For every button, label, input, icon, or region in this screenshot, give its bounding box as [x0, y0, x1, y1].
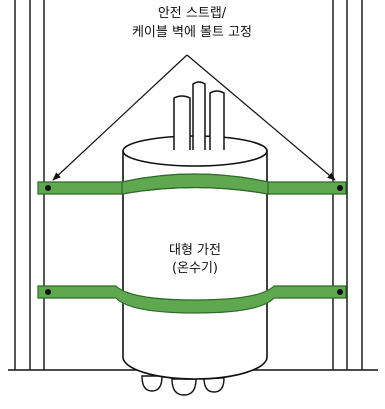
- bolt-icon: [45, 185, 51, 191]
- annotation-line-2: 케이블 벽에 볼트 고정: [132, 25, 252, 40]
- heater-feet: [141, 375, 225, 396]
- annotation-arrows: [52, 54, 336, 181]
- arrow-right: [186, 54, 336, 181]
- arrow-left: [52, 54, 188, 181]
- bolt-icon: [45, 289, 51, 295]
- annotation-line-1: 안전 스트랩/: [158, 6, 227, 21]
- upper-strap: [37, 173, 347, 195]
- water-heater: [122, 135, 268, 380]
- heater-label-line-2: (온수기): [172, 261, 218, 276]
- heater-pipes: [173, 81, 225, 150]
- bolt-icon: [337, 289, 343, 295]
- lower-strap: [37, 285, 347, 314]
- bolt-icon: [337, 185, 343, 191]
- heater-label-line-1: 대형 가전: [169, 243, 221, 258]
